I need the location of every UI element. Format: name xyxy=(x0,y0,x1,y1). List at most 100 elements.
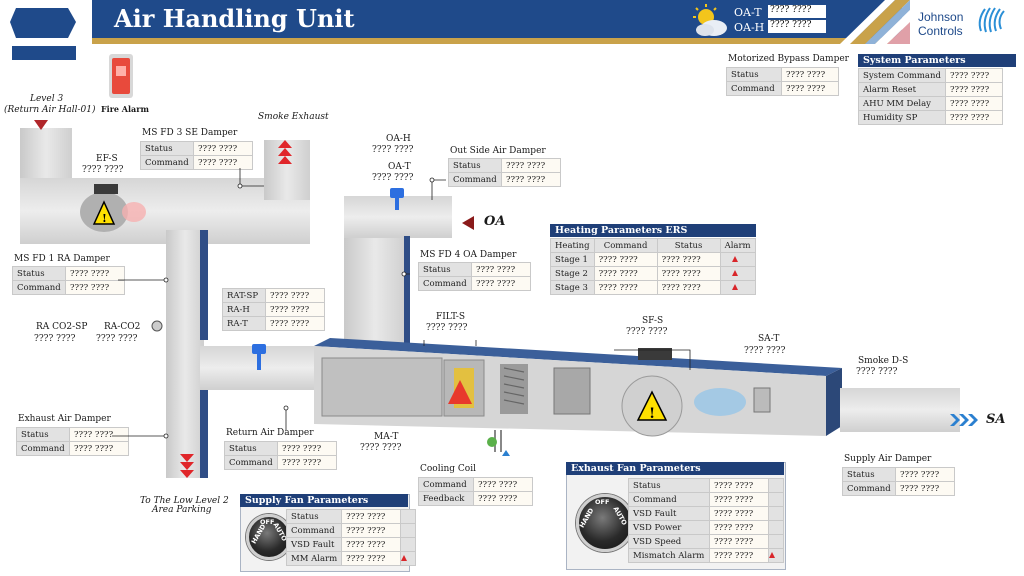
ms-fd1-command-value[interactable]: ???? ???? xyxy=(65,280,125,295)
cooling-coil-feedback-value: ???? ???? xyxy=(473,491,533,506)
efs-value: ???? ???? xyxy=(82,165,124,175)
cooling-coil-command-label: Command xyxy=(418,477,474,492)
heating-table: Heating Command Status Alarm Stage 1 ???… xyxy=(550,238,756,295)
exhaust-fan-efs-icon[interactable]: ! xyxy=(78,186,148,232)
humidity-sp-value[interactable]: ???? ???? xyxy=(945,110,1003,125)
return-actuator-icon[interactable] xyxy=(250,342,268,372)
exhaust-fan-table: Status???? ???? Command???? ???? VSD Fau… xyxy=(628,478,784,563)
oa-label: OA xyxy=(484,214,506,229)
logo-line2: Controls xyxy=(918,24,963,38)
header-oah-label: OA-H xyxy=(734,21,765,34)
low-level-label: To The Low Level 2 xyxy=(140,496,229,506)
rat-sp-value[interactable]: ???? ???? xyxy=(265,288,325,303)
filts-value: ???? ???? xyxy=(426,323,468,333)
oa-actuator-icon[interactable] xyxy=(388,186,406,212)
sf-mm-alarm-cell xyxy=(400,551,417,566)
heating-stage3-alarm xyxy=(719,280,756,295)
system-command-label: System Command xyxy=(858,68,946,83)
supply-damper-command-value[interactable]: ???? ???? xyxy=(895,481,955,496)
ms-fd4-status-value: ???? ???? xyxy=(471,262,531,277)
supply-damper-title: Supply Air Damper xyxy=(844,454,932,464)
mat-value: ???? ???? xyxy=(360,443,402,453)
heating-col-status: Status xyxy=(656,238,721,253)
system-params-table: System Command???? ???? Alarm Reset???? … xyxy=(858,68,1003,125)
ra-t-value: ???? ???? xyxy=(265,316,325,331)
heating-stage3-command[interactable]: ???? ???? xyxy=(593,280,658,295)
sfs-label: SF-S xyxy=(642,316,664,326)
heating-stage2-status: ???? ???? xyxy=(656,266,721,281)
ra-co2sp-label: RA CO2-SP xyxy=(36,322,88,332)
supply-fan-sfs-icon[interactable]: ! xyxy=(616,372,746,438)
fan-motor-efs xyxy=(94,184,118,194)
bypass-status-label: Status xyxy=(726,67,782,82)
efs-label: EF-S xyxy=(96,154,118,164)
ef-status-label: Status xyxy=(628,478,710,493)
ef-mismatch-alarm-value: ???? ???? xyxy=(709,548,769,563)
ms-fd1-command-label: Command xyxy=(12,280,66,295)
exhaust-fan-title: Exhaust Fan Parameters xyxy=(566,462,784,475)
exhaust-damper-command-value[interactable]: ???? ???? xyxy=(69,441,129,456)
supply-damper-table: Status???? ???? Command???? ???? xyxy=(842,467,955,496)
supply-fan-hoa-dial[interactable] xyxy=(246,514,292,560)
heating-col-heating: Heating xyxy=(550,238,595,253)
outside-damper-table: Status???? ???? Command???? ???? xyxy=(448,158,561,187)
heating-stage1-status: ???? ???? xyxy=(656,252,721,267)
level3-sublabel: (Return Air Hall-01) xyxy=(4,105,96,115)
heating-stage2-command[interactable]: ???? ???? xyxy=(593,266,658,281)
ms-fd3-status-value: ???? ???? xyxy=(193,141,253,156)
sf-vsd-fault-label: VSD Fault xyxy=(285,537,343,552)
return-damper-command-value[interactable]: ???? ???? xyxy=(277,455,337,470)
alarm-bell-icon xyxy=(731,256,738,262)
header-stripes xyxy=(840,0,910,44)
heating-title: Heating Parameters ERS xyxy=(550,224,756,237)
return-damper-status-value: ???? ???? xyxy=(277,441,337,456)
fire-alarm-icon[interactable] xyxy=(103,52,139,102)
outside-damper-command-label: Command xyxy=(448,172,502,187)
bypass-command-label: Command xyxy=(726,81,782,96)
oat-value: ???? ???? xyxy=(372,173,414,183)
supply-air-duct xyxy=(840,388,960,432)
heating-stage3-label: Stage 3 xyxy=(550,280,595,295)
ms-fd3-command-value[interactable]: ???? ???? xyxy=(193,155,253,170)
ms-fd4-title: MS FD 4 OA Damper xyxy=(420,250,517,260)
low-level-sublabel: Area Parking xyxy=(152,505,212,515)
level3-down-arrow-icon xyxy=(34,120,48,130)
logo-line1: Johnson xyxy=(918,10,964,24)
alarm-bell-icon xyxy=(401,555,408,561)
outside-damper-command-value[interactable]: ???? ???? xyxy=(501,172,561,187)
exhaust-riser-duct xyxy=(264,140,310,200)
return-damper-table: Status???? ???? Command???? ???? xyxy=(224,441,337,470)
ms-fd3-command-label: Command xyxy=(140,155,194,170)
sa-outlet-arrow-icon xyxy=(950,414,978,426)
sf-status-label: Status xyxy=(285,509,343,524)
page-title: Air Handling Unit xyxy=(114,4,355,33)
heater-icon xyxy=(448,380,472,404)
heating-col-alarm: Alarm xyxy=(719,238,756,253)
sfs-value: ???? ???? xyxy=(626,327,668,337)
heating-stage1-command[interactable]: ???? ???? xyxy=(593,252,658,267)
header-bar xyxy=(92,0,902,44)
bypass-command-value[interactable]: ???? ???? xyxy=(781,81,839,96)
ahu-unit xyxy=(314,338,842,436)
ms-fd4-command-value[interactable]: ???? ???? xyxy=(471,276,531,291)
ms-fd4-command-label: Command xyxy=(418,276,472,291)
co2-sensor-icon xyxy=(151,320,163,332)
alarm-bell-icon xyxy=(731,270,738,276)
humidity-sp-label: Humidity SP xyxy=(858,110,946,125)
cooling-valve-icon[interactable] xyxy=(486,430,510,460)
home-icon[interactable] xyxy=(8,4,80,64)
smoke-ds-value: ???? ???? xyxy=(856,367,898,377)
rat-table: RAT-SP???? ???? RA-H???? ???? RA-T???? ?… xyxy=(222,288,325,331)
filts-label: FILT-S xyxy=(436,312,466,322)
exhaust-fan-hoa-dial[interactable] xyxy=(576,494,634,552)
sf-mm-alarm-value: ???? ???? xyxy=(341,551,402,566)
weather-icon xyxy=(693,4,727,36)
header-oah-value: ???? ???? xyxy=(768,20,826,33)
sat-label: SA-T xyxy=(758,334,780,344)
level3-label: Level 3 xyxy=(30,94,64,104)
alarm-reset-value[interactable]: ???? ???? xyxy=(945,82,1003,97)
smoke-exhaust-label: Smoke Exhaust xyxy=(258,112,329,122)
ms-fd1-title: MS FD 1 RA Damper xyxy=(14,254,110,264)
duct-shadow-2 xyxy=(200,390,208,478)
